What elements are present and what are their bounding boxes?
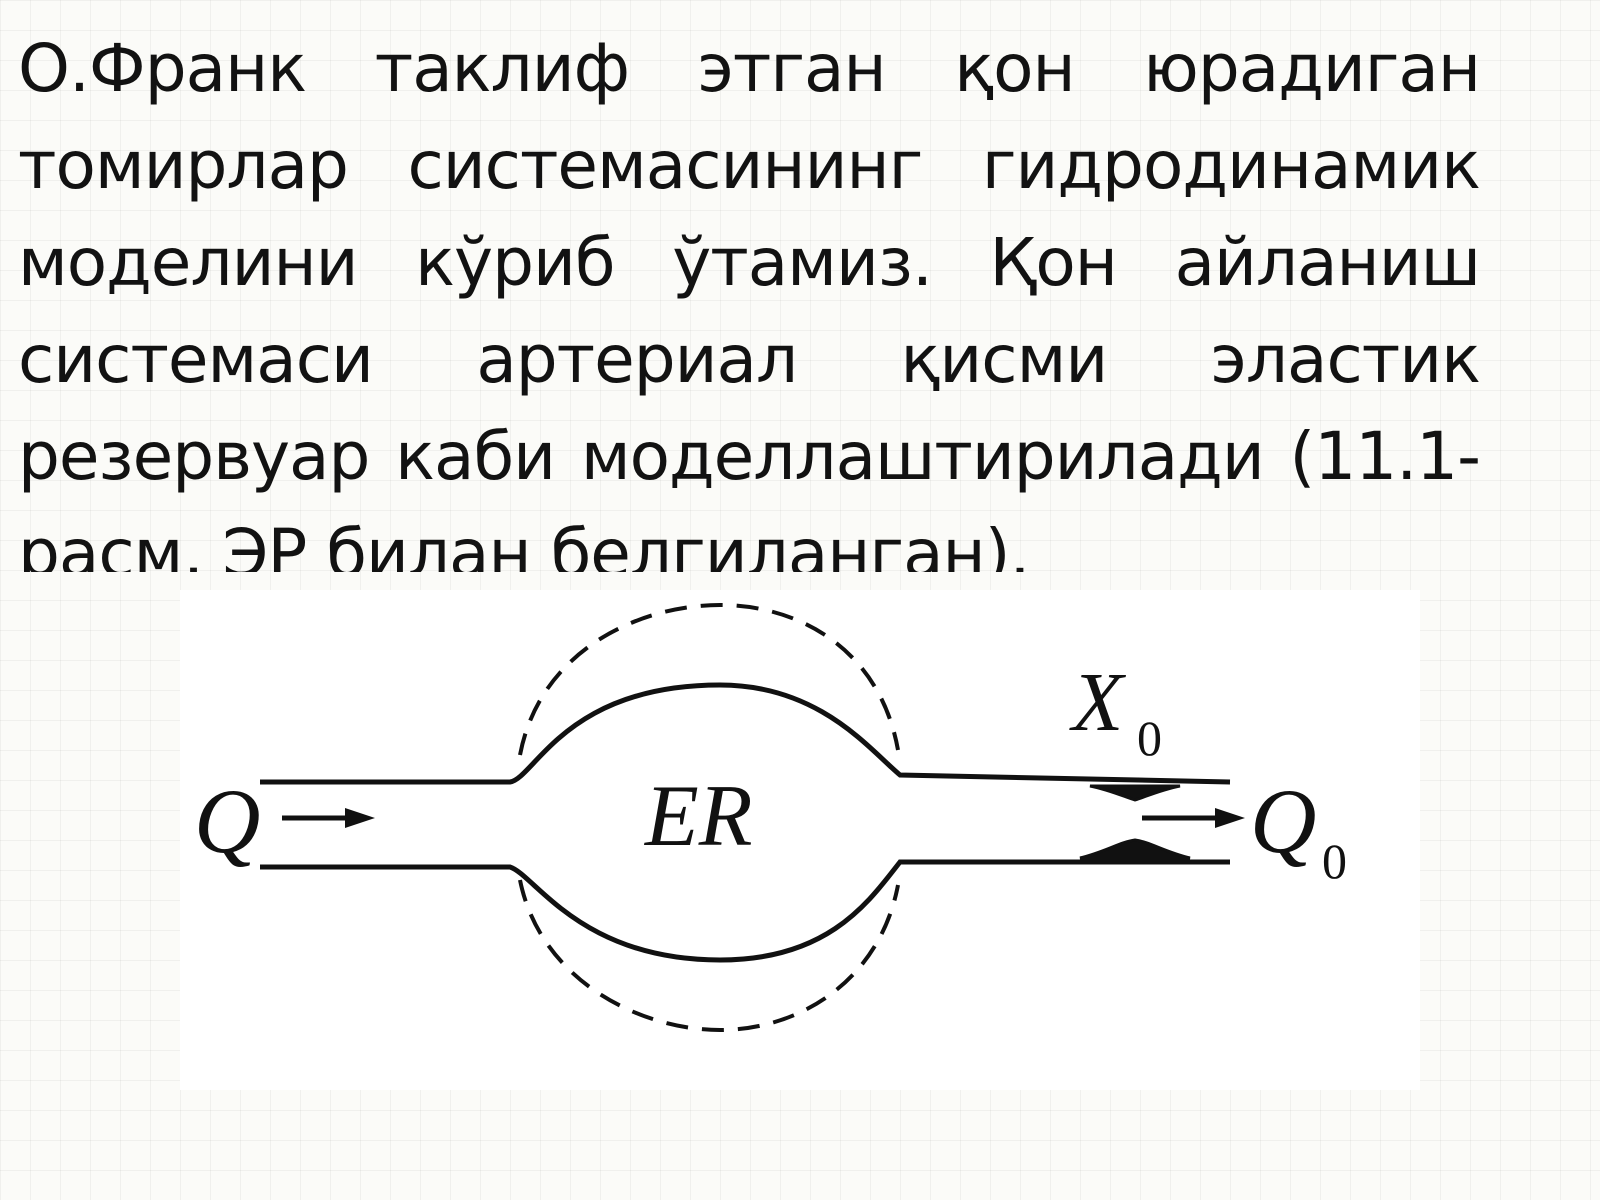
outflow-arrow-head [1215, 808, 1245, 828]
outflow-label: Q [1250, 770, 1316, 872]
inflow-arrow-head [345, 808, 375, 828]
paragraph-line-2: томирлар системасининг гидродинамик [18, 127, 1480, 204]
expanded-reservoir-outline-bottom [518, 879, 900, 1033]
vessel-wall-top [260, 682, 1231, 785]
resistance-label: X [1069, 656, 1127, 749]
expanded-reservoir-outline [518, 602, 900, 756]
inflow-label: Q [194, 770, 260, 872]
paragraph-line-6: расм, ЭР билан белгиланган). [18, 515, 1030, 572]
resistance-constriction-bottom [1079, 838, 1191, 860]
paragraph-line-4: системаси артериал қисми эластик [18, 321, 1480, 398]
vessel-wall-bottom [260, 859, 1230, 963]
paragraph-line-1: О.Франк таклиф этган қон юрадиган [18, 30, 1480, 107]
resistance-subscript: 0 [1137, 710, 1162, 766]
paragraph: О.Франк таклиф этган қон юрадиган томирл… [18, 20, 1480, 572]
windkessel-diagram-svg: Q ER X 0 Q 0 [194, 602, 1347, 1033]
outflow-subscript: 0 [1322, 833, 1347, 889]
resistance-constriction-top [1089, 784, 1181, 802]
paragraph-line-5: резервуар каби моделлаштирилади (11.1- [18, 418, 1480, 495]
windkessel-diagram: Q ER X 0 Q 0 [180, 590, 1420, 1090]
paragraph-line-3: моделини кўриб ўтамиз. Қон айланиш [18, 224, 1480, 301]
reservoir-label: ER [643, 768, 753, 865]
